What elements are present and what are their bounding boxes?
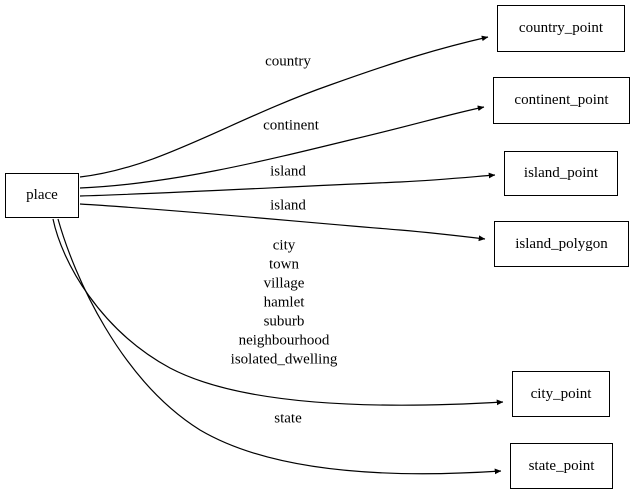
- edge-place-to-state_point: [57, 218, 502, 475]
- edge-place-to-country_point: [79, 35, 489, 178]
- node-country-point[interactable]: country_point: [497, 5, 625, 52]
- edge-place-to-island_point: [79, 172, 496, 197]
- node-place[interactable]: place: [5, 173, 79, 218]
- node-island-polygon-label: island_polygon: [515, 235, 608, 252]
- edge-label-island-point: island: [270, 163, 306, 180]
- edge-label-island-polygon: island: [270, 197, 306, 214]
- node-island-point-label: island_point: [523, 165, 599, 181]
- node-continent-point[interactable]: continent_point: [493, 77, 630, 124]
- edge-label-continent: continent: [263, 117, 319, 134]
- node-island-point[interactable]: island_point: [504, 151, 618, 196]
- edge-label-country: country: [265, 53, 311, 70]
- node-place-label: place: [26, 187, 58, 203]
- edge-place-to-city_point: [52, 218, 504, 406]
- edge-place-to-island_polygon: [79, 203, 486, 242]
- edge-label-place-types: city town village hamlet suburb neighbou…: [230, 237, 338, 368]
- node-state-point[interactable]: state_point: [510, 443, 613, 489]
- node-city-point-label: city_point: [530, 385, 592, 402]
- node-island-polygon[interactable]: island_polygon: [494, 221, 629, 267]
- node-continent-point-label: continent_point: [514, 92, 609, 108]
- node-state-point-label: state_point: [528, 457, 595, 474]
- node-country-point-label: country_point: [518, 20, 604, 36]
- edge-place-to-continent_point: [79, 105, 485, 189]
- node-city-point[interactable]: city_point: [512, 371, 610, 417]
- edge-label-state: state: [274, 410, 302, 427]
